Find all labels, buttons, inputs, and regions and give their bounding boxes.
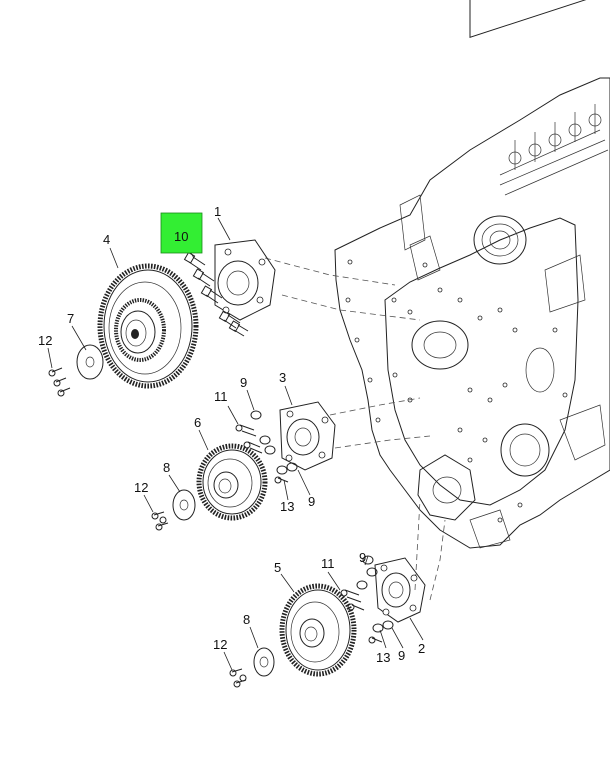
callout-12[interactable]: 12: [213, 637, 227, 652]
callout-4[interactable]: 4: [103, 232, 110, 247]
callout-10[interactable]: 10: [174, 229, 188, 244]
callout-7[interactable]: 7: [67, 311, 74, 326]
callout-labels: 1 10 4 7 12 3 11 9 6 8 12 13 9 11 9 5 8 …: [38, 204, 425, 665]
assembly-lines: [264, 257, 446, 601]
callout-1[interactable]: 1: [214, 204, 221, 219]
leader-lines: [47, 217, 424, 671]
callout-12[interactable]: 12: [38, 333, 52, 348]
middle-bolts-washers: [235, 410, 298, 484]
part-8-thrust-plate-lower: [229, 647, 275, 688]
callout-11[interactable]: 11: [214, 389, 228, 404]
callout-9[interactable]: 9: [398, 648, 405, 663]
callout-13[interactable]: 13: [280, 499, 294, 514]
callout-2[interactable]: 2: [418, 641, 425, 656]
callout-9[interactable]: 9: [359, 550, 366, 565]
valve-train: [469, 0, 610, 196]
highlight-box-part-10[interactable]: [160, 212, 203, 254]
callout-9[interactable]: 9: [308, 494, 315, 509]
callout-3[interactable]: 3: [279, 370, 286, 385]
part-5-lower-gear: [279, 583, 357, 677]
engine-block: [334, 0, 610, 549]
part-10-bolts: [183, 251, 249, 337]
part-6-middle-gear: [196, 443, 268, 521]
callout-11[interactable]: 11: [321, 556, 335, 571]
part-7-thrust-plate: [48, 344, 104, 397]
callout-12[interactable]: 12: [134, 480, 148, 495]
callout-8[interactable]: 8: [163, 460, 170, 475]
part-8-thrust-plate-middle: [151, 489, 196, 531]
part-1-idler-hub: [214, 239, 276, 321]
callout-5[interactable]: 5: [274, 560, 281, 575]
callout-9[interactable]: 9: [240, 375, 247, 390]
cover-bolt-holes: [345, 259, 568, 523]
callout-6[interactable]: 6: [194, 415, 201, 430]
callout-13[interactable]: 13: [376, 650, 390, 665]
part-2-idler-hub: [374, 557, 426, 623]
part-4-large-gear: [97, 263, 199, 389]
callout-8[interactable]: 8: [243, 612, 250, 627]
part-3-idler-hub: [279, 401, 336, 471]
